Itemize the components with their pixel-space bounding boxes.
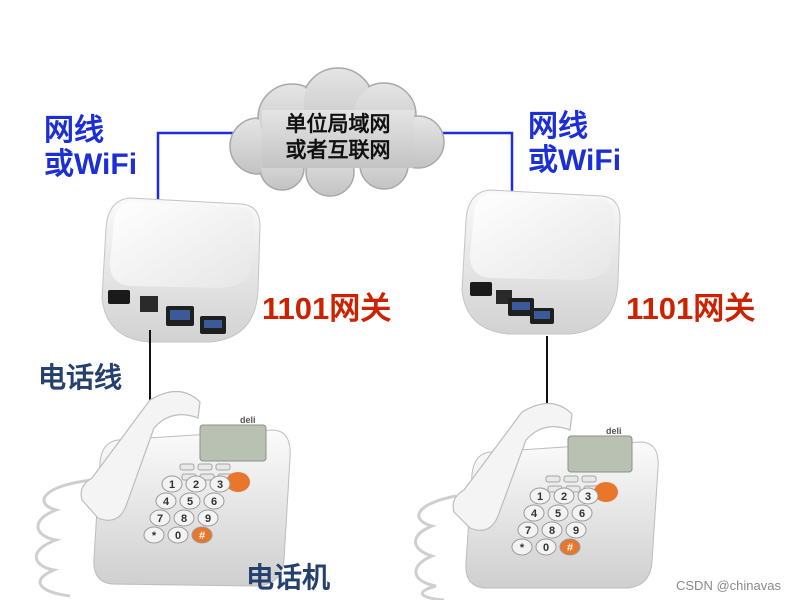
key-hash: # bbox=[191, 526, 213, 544]
left-uplink-line1: 网线 bbox=[44, 114, 104, 147]
svg-text:2: 2 bbox=[193, 479, 199, 491]
key-6: 6 bbox=[571, 504, 593, 522]
svg-text:7: 7 bbox=[525, 525, 531, 537]
cloud-label-line1: 单位局域网 bbox=[285, 113, 391, 136]
phone-label: 电话机 bbox=[246, 562, 331, 593]
svg-text:5: 5 bbox=[187, 496, 193, 508]
key-1: 1 bbox=[161, 475, 183, 493]
key-5: 5 bbox=[547, 504, 569, 522]
svg-text:#: # bbox=[567, 542, 573, 554]
left-desk-phone: deli 1 2 3 4 5 6 7 8 9 * 0 # bbox=[34, 390, 291, 598]
left-gateway bbox=[101, 197, 261, 343]
left-uplink-line bbox=[156, 131, 238, 212]
cloud-label: 单位局域网 或者互联网 bbox=[268, 112, 408, 164]
svg-text:*: * bbox=[152, 530, 157, 542]
key-3: 3 bbox=[209, 475, 231, 493]
svg-text:0: 0 bbox=[175, 530, 181, 542]
right-keypad: 1 2 3 4 5 6 7 8 9 * 0 # bbox=[511, 487, 599, 556]
key-9: 9 bbox=[565, 521, 587, 539]
key-0: 0 bbox=[535, 538, 557, 556]
key-7: 7 bbox=[517, 521, 539, 539]
key-star: * bbox=[143, 526, 165, 544]
svg-text:0: 0 bbox=[543, 542, 549, 554]
svg-text:7: 7 bbox=[157, 513, 163, 525]
svg-text:#: # bbox=[199, 530, 205, 542]
right-uplink-line2: 或WiFi bbox=[528, 144, 622, 177]
key-3: 3 bbox=[577, 487, 599, 505]
svg-text:3: 3 bbox=[217, 479, 223, 491]
left-gateway-label: 1101网关 bbox=[262, 291, 392, 326]
svg-text:1: 1 bbox=[169, 479, 175, 491]
right-uplink-line1: 网线 bbox=[528, 110, 588, 143]
svg-text:1: 1 bbox=[537, 491, 543, 503]
svg-text:8: 8 bbox=[181, 513, 187, 525]
key-1: 1 bbox=[529, 487, 551, 505]
svg-text:8: 8 bbox=[549, 525, 555, 537]
svg-text:4: 4 bbox=[531, 508, 538, 520]
svg-text:6: 6 bbox=[211, 496, 217, 508]
right-uplink-label: 网线 或WiFi bbox=[528, 110, 621, 178]
svg-text:*: * bbox=[520, 542, 525, 554]
key-9: 9 bbox=[197, 509, 219, 527]
phone-line-label: 电话线 bbox=[38, 362, 123, 393]
key-0: 0 bbox=[167, 526, 189, 544]
phone-brand-logo: deli bbox=[606, 426, 622, 436]
key-2: 2 bbox=[553, 487, 575, 505]
svg-text:3: 3 bbox=[585, 491, 591, 503]
key-2: 2 bbox=[185, 475, 207, 493]
svg-text:2: 2 bbox=[561, 491, 567, 503]
key-star: * bbox=[511, 538, 533, 556]
key-8: 8 bbox=[173, 509, 195, 527]
svg-text:5: 5 bbox=[555, 508, 561, 520]
network-cloud bbox=[229, 67, 445, 197]
watermark: CSDN @chinavas bbox=[676, 578, 781, 593]
svg-text:9: 9 bbox=[573, 525, 579, 537]
key-hash: # bbox=[559, 538, 581, 556]
cloud-label-line2: 或者互联网 bbox=[285, 139, 391, 162]
left-uplink-label: 网线 或WiFi bbox=[44, 114, 137, 182]
right-gateway bbox=[461, 189, 621, 335]
right-uplink-line bbox=[442, 131, 514, 198]
key-8: 8 bbox=[541, 521, 563, 539]
svg-text:4: 4 bbox=[163, 496, 170, 508]
key-6: 6 bbox=[203, 492, 225, 510]
lan-port bbox=[140, 296, 158, 312]
right-gateway-label: 1101网关 bbox=[626, 291, 756, 326]
key-5: 5 bbox=[179, 492, 201, 510]
key-7: 7 bbox=[149, 509, 171, 527]
left-keypad: 1 2 3 4 5 6 7 8 9 * 0 # bbox=[143, 475, 231, 544]
svg-text:6: 6 bbox=[579, 508, 585, 520]
key-4: 4 bbox=[155, 492, 177, 510]
left-uplink-line2: 或WiFi bbox=[44, 148, 138, 181]
phone-brand-logo: deli bbox=[240, 415, 256, 425]
svg-text:9: 9 bbox=[205, 513, 211, 525]
right-desk-phone: deli 1 2 3 4 5 6 7 8 9 * 0 # bbox=[414, 402, 659, 600]
key-4: 4 bbox=[523, 504, 545, 522]
